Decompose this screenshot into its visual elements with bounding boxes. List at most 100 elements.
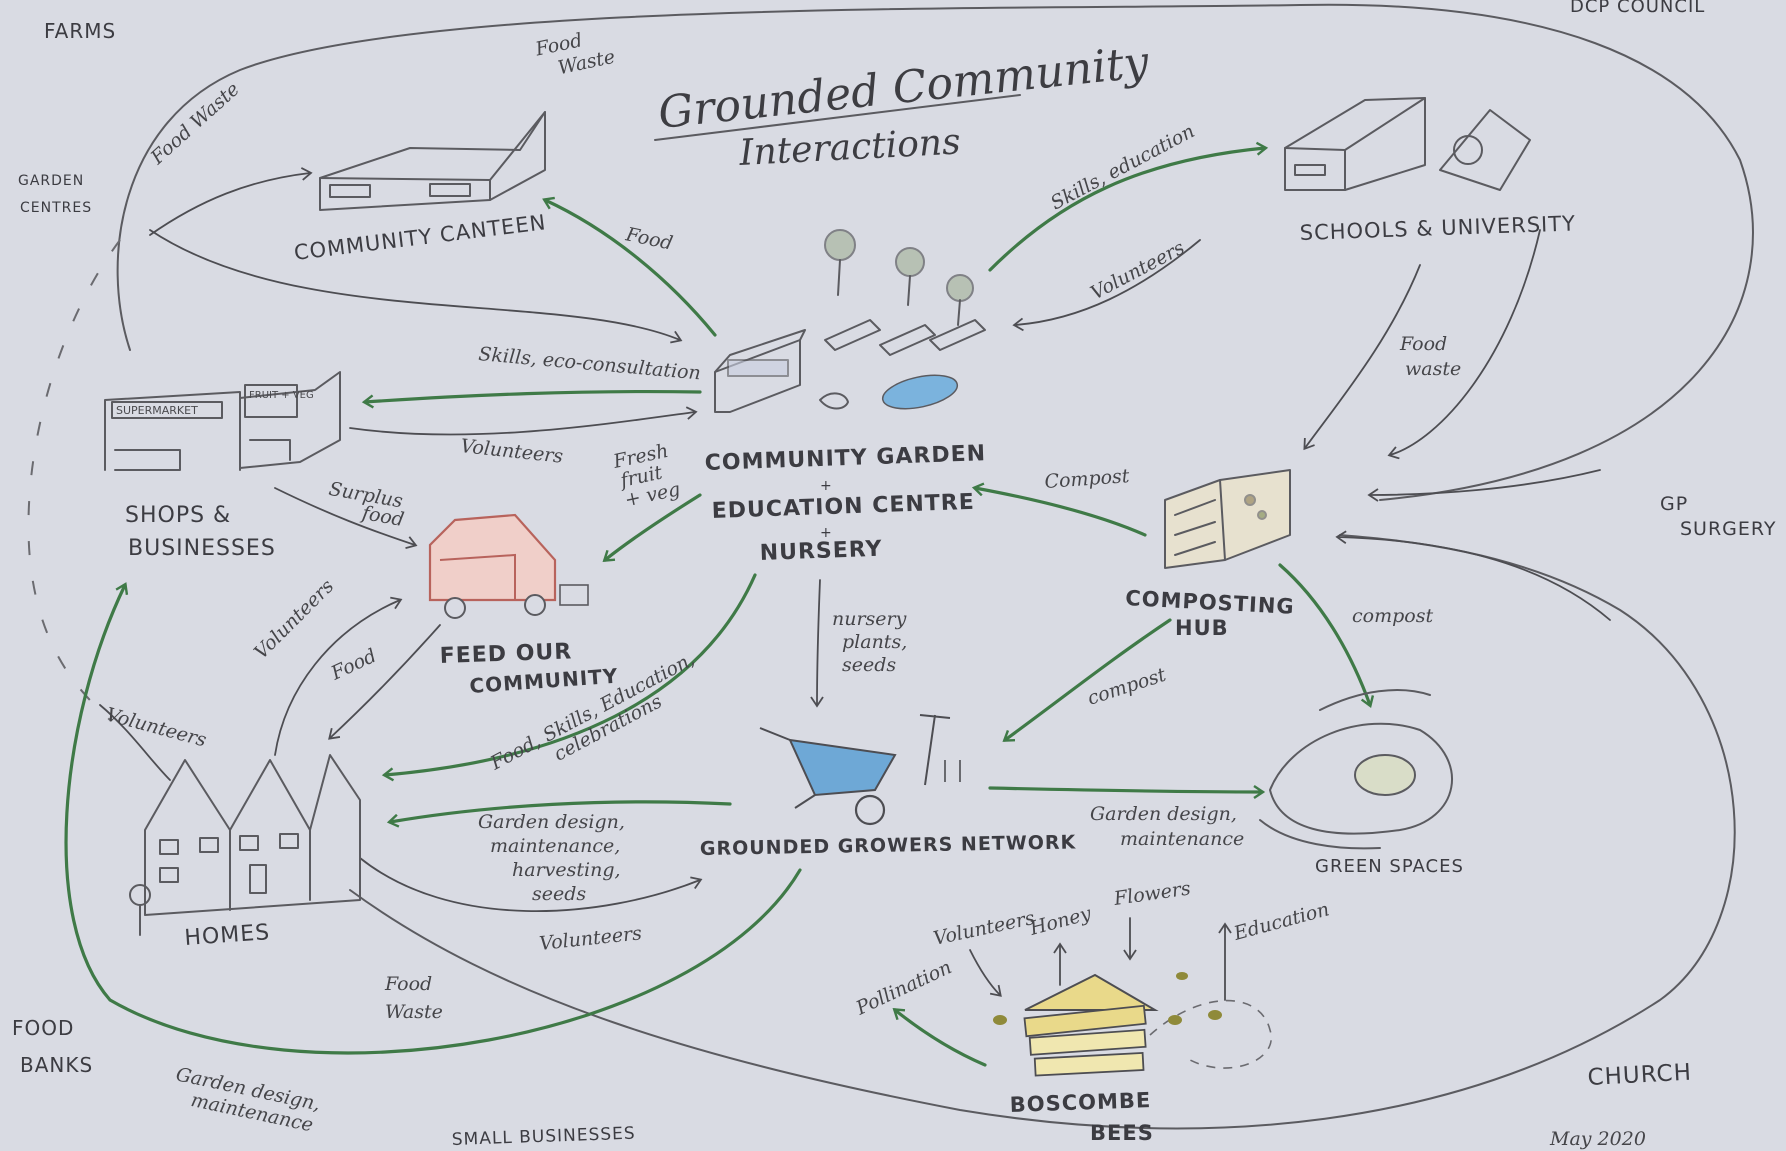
label-nursery-plants: nursery plants, seeds bbox=[832, 608, 907, 676]
outer-loop-top bbox=[116, 3, 1754, 501]
arrow-shops-surplus bbox=[274, 487, 418, 550]
fruit-veg-sign: FRUIT + VEG bbox=[249, 390, 314, 401]
arrow-garden-to-growers bbox=[810, 579, 824, 708]
small-businesses-label: SMALL BUSINESSES bbox=[451, 1124, 636, 1150]
svg-text:EDUCATION CENTRE: EDUCATION CENTRE bbox=[711, 490, 975, 524]
boscombe-bees-line1: BOSCOMBE bbox=[1009, 1088, 1151, 1117]
garden-hut-illustration bbox=[714, 329, 806, 413]
arrow-homes-volunteers bbox=[274, 596, 403, 756]
arrow-garden-to-shops bbox=[361, 389, 702, 409]
svg-text:maintenance,: maintenance, bbox=[490, 835, 620, 857]
trees-illustration bbox=[824, 229, 974, 326]
arrow-gp-to-compost bbox=[1387, 229, 1541, 460]
boscombe-bees-line2: BEES bbox=[1090, 1121, 1154, 1145]
garden-centres-line1: GARDEN bbox=[18, 173, 84, 189]
arrow-volunteers-left bbox=[99, 704, 171, 781]
arrow-garden-canteen-loop bbox=[149, 229, 683, 344]
homes-illustration bbox=[129, 754, 361, 936]
label-pollination: Pollination bbox=[852, 956, 955, 1020]
label-honey: Honey bbox=[1027, 902, 1094, 940]
title-line-2: Interactions bbox=[737, 121, 961, 174]
arrow-compost-to-growers bbox=[1002, 618, 1172, 742]
label-volunteers-shops: Volunteers bbox=[459, 435, 564, 468]
label-garden-design-homes: Garden design, maintenance, harvesting, … bbox=[478, 811, 625, 905]
svg-text:NURSERY: NURSERY bbox=[759, 537, 883, 566]
svg-text:nursery: nursery bbox=[832, 608, 907, 630]
homes-label: HOMES bbox=[184, 920, 271, 951]
arrow-bottom-into-compost bbox=[1335, 530, 1611, 621]
label-flowers: Flowers bbox=[1112, 877, 1193, 910]
feed-community-line2: COMMUNITY bbox=[469, 664, 619, 698]
chicken-illustration bbox=[819, 392, 849, 410]
label-food-waste-left: Food Waste bbox=[146, 78, 244, 169]
arrow-garden-to-homes bbox=[381, 573, 757, 782]
label-garden-design-green: Garden design, maintenance bbox=[1090, 803, 1244, 850]
farms-label: FARMS bbox=[44, 19, 116, 43]
label-food-waste-schools: Food waste bbox=[1399, 333, 1461, 380]
schools-label: SCHOOLS & UNIVERSITY bbox=[1299, 211, 1576, 245]
feed-community-line1: FEED OUR bbox=[439, 639, 572, 669]
arrow-homes-to-growers bbox=[359, 857, 703, 912]
svg-text:COMMUNITY GARDEN: COMMUNITY GARDEN bbox=[704, 441, 986, 476]
arrow-to-canteen bbox=[149, 167, 313, 236]
gp-surgery-line1: GP bbox=[1660, 493, 1688, 515]
arrow-garden-to-schools bbox=[988, 141, 1269, 272]
label-compost-green: compost bbox=[1352, 605, 1433, 627]
community-garden-label: COMMUNITY GARDEN + EDUCATION CENTRE + NU… bbox=[704, 441, 986, 566]
svg-text:Waste: Waste bbox=[385, 1001, 443, 1023]
label-volunteers-homes-feed: Volunteers bbox=[250, 575, 339, 664]
wheelbarrow-illustration bbox=[759, 714, 961, 826]
label-education: Education bbox=[1231, 898, 1332, 945]
community-canteen-illustration bbox=[319, 111, 546, 211]
arrow-bees-volunteers bbox=[969, 949, 1002, 997]
dashed-boundary bbox=[27, 239, 121, 721]
label-skills-eco: Skills, eco-consultation bbox=[478, 343, 702, 384]
svg-text:harvesting,: harvesting, bbox=[512, 859, 621, 881]
delivery-van-illustration bbox=[428, 513, 589, 619]
arrow-into-compost-right bbox=[1367, 469, 1601, 502]
label-food-waste-homes: Food Waste bbox=[384, 973, 443, 1023]
svg-text:+: + bbox=[820, 525, 833, 541]
arrow-garden-to-feed bbox=[602, 493, 702, 562]
arrow-growers-to-banks bbox=[64, 582, 802, 1055]
growers-network-label: GROUNDED GROWERS NETWORK bbox=[700, 831, 1077, 860]
svg-text:waste: waste bbox=[1405, 358, 1461, 380]
label-volunteers-schools: Volunteers bbox=[1087, 237, 1188, 305]
food-banks-line2: BANKS bbox=[20, 1053, 93, 1077]
garden-centres-line2: CENTRES bbox=[20, 200, 92, 216]
schools-illustration bbox=[1284, 97, 1531, 191]
arrow-compost-to-garden bbox=[971, 482, 1147, 537]
shops-label-line1: SHOPS & bbox=[125, 503, 231, 528]
composting-hub-label-line2: HUB bbox=[1175, 616, 1229, 640]
shops-label-line2: BUSINESSES bbox=[128, 536, 276, 561]
label-surplus-food: Surplus food bbox=[327, 478, 406, 531]
label-food-feed-homes: Food bbox=[327, 645, 380, 685]
composting-hub-label-line1: COMPOSTING bbox=[1125, 586, 1296, 619]
shops-illustration bbox=[104, 371, 341, 471]
label-food-waste-top: Food Waste bbox=[533, 29, 618, 79]
label-food-canteen: Food bbox=[623, 223, 675, 255]
bee-hive-illustration bbox=[993, 972, 1222, 1077]
council-label: DCP COUNCIL bbox=[1570, 0, 1705, 17]
svg-text:Garden design,: Garden design, bbox=[478, 811, 625, 833]
svg-text:Food: Food bbox=[384, 973, 432, 995]
arrow-bees-pollination bbox=[892, 1008, 987, 1067]
label-skills-education: Skills, education bbox=[1047, 120, 1198, 214]
title-underline bbox=[654, 94, 1021, 141]
svg-text:seeds: seeds bbox=[532, 883, 586, 905]
label-volunteers-growers: Volunteers bbox=[538, 922, 643, 955]
food-banks-line1: FOOD bbox=[12, 1016, 74, 1040]
svg-text:maintenance: maintenance bbox=[1120, 828, 1244, 850]
arrow-growers-to-green bbox=[988, 785, 1266, 799]
raised-beds-illustration bbox=[824, 319, 986, 356]
arrow-compost-to-green bbox=[1278, 563, 1375, 708]
svg-text:Food: Food bbox=[1399, 333, 1447, 355]
label-fresh-fruit: Fresh fruit + veg bbox=[610, 440, 682, 512]
green-spaces-label: GREEN SPACES bbox=[1315, 856, 1464, 877]
green-spaces-illustration bbox=[1259, 689, 1454, 850]
label-compost-garden: Compost bbox=[1044, 465, 1131, 493]
label-garden-design-banks: Garden design, maintenance bbox=[174, 1063, 322, 1136]
svg-text:+: + bbox=[820, 478, 833, 494]
